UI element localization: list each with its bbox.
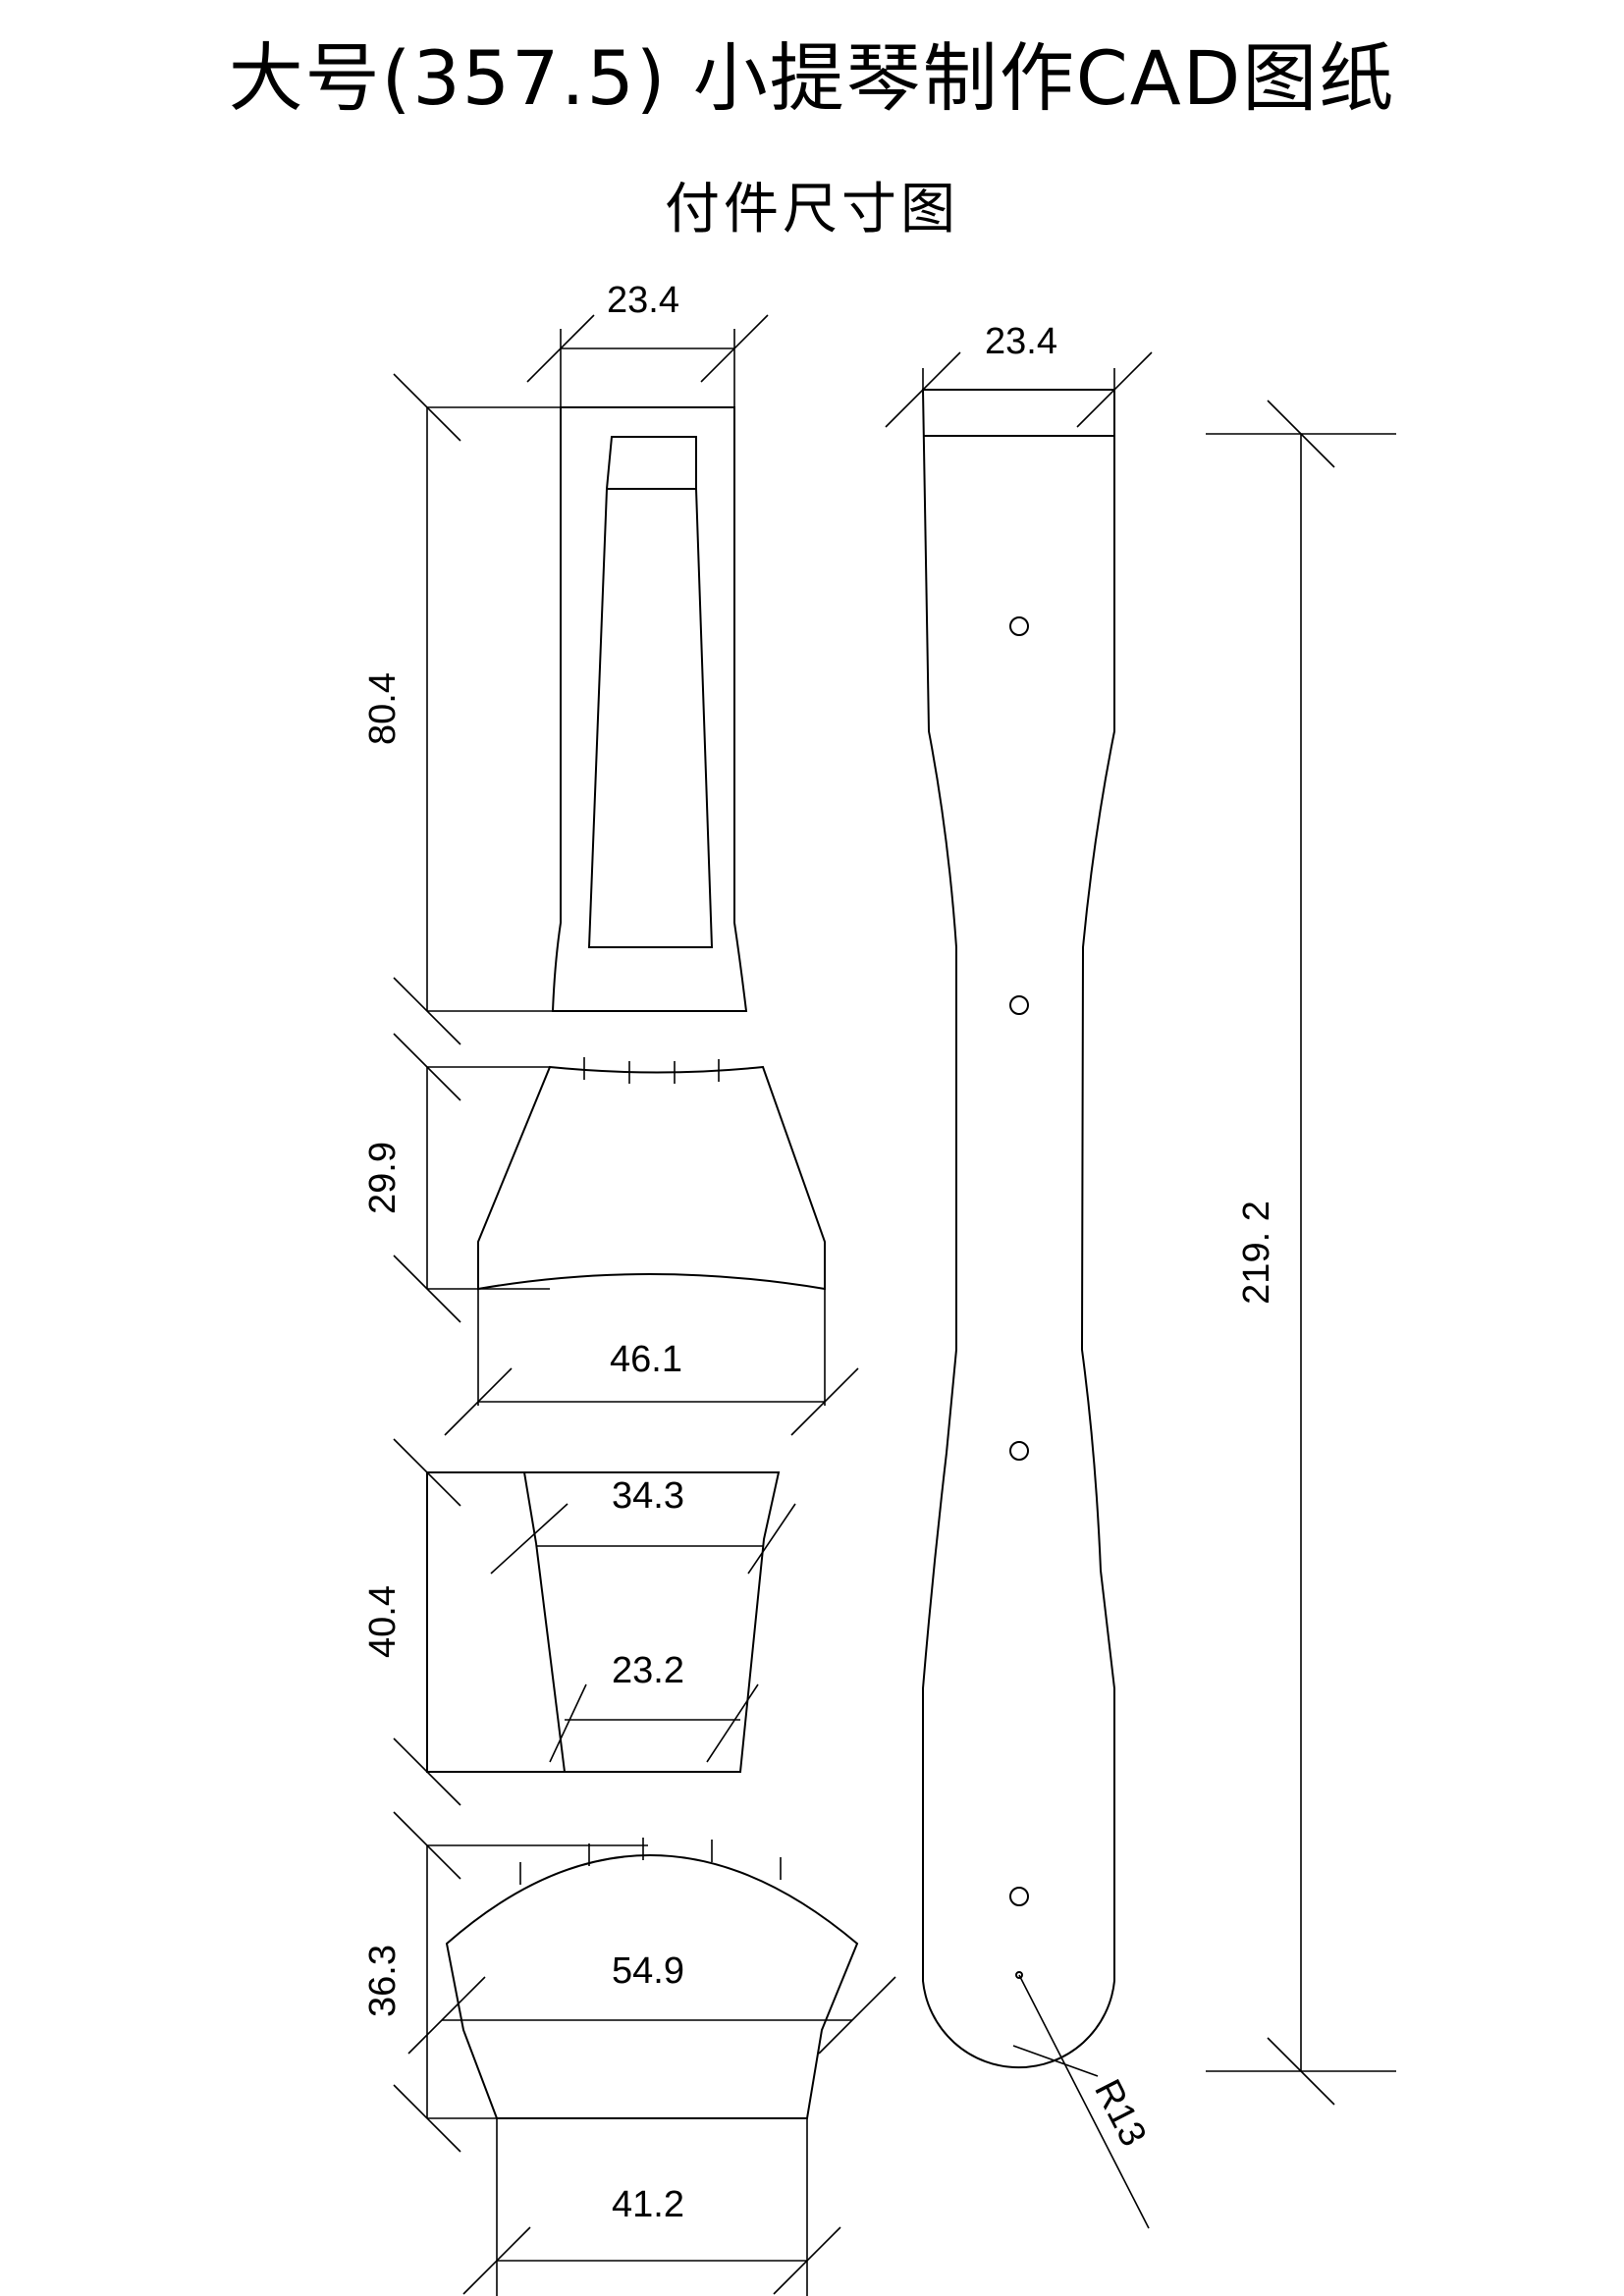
pin-hole [1009,1441,1029,1461]
dim-tick [393,1033,461,1101]
pin-hole [1009,1887,1029,1906]
dim-tick [393,1737,461,1806]
block-4-outline [445,1854,859,2119]
part-long-piece: R13 23.4 219. 2 [885,321,1396,2229]
dim-tick [393,1811,461,1880]
part-top-block: 23.4 80.4 [362,280,769,1045]
block-2-outline [477,1065,826,1291]
dim-long-piece-length: 219. 2 [1236,1201,1277,1305]
dim-tick [747,1503,796,1575]
dim-tick [526,314,595,383]
dim-block-3-bottom-width: 23.2 [612,1650,684,1691]
dim-radius: R13 [1086,2073,1154,2153]
center-point [1015,1971,1023,1979]
block-3-side [535,1542,566,1773]
dim-tick [1076,351,1153,428]
dim-block-3-height: 40.4 [362,1585,404,1658]
dim-tick [706,1683,759,1763]
long-piece-outline [921,389,1115,2069]
radius-leader [1018,1974,1150,2229]
part-block-2: 29.9 46.1 [362,1033,859,1436]
dim-tick [885,351,961,428]
top-block-outline [551,406,748,1012]
dim-long-piece-width: 23.4 [985,321,1057,362]
block-3-outline [426,1471,781,1773]
dim-tick [818,1976,896,2055]
block-3-side [523,1471,537,1544]
dim-tick [393,1438,461,1507]
dim-tick [700,314,769,383]
drawing-subtitle: 付件尺寸图 [665,178,959,241]
dim-tick [393,2084,461,2153]
dim-tick [462,2226,531,2295]
dim-top-block-width: 23.4 [607,280,679,321]
part-block-3: 34.3 23.2 40.4 [362,1438,796,1806]
pin-hole [1009,616,1029,636]
dim-block-4-top-width: 54.9 [612,1950,684,1992]
dim-block-3-top-width: 34.3 [612,1475,684,1517]
top-block-slot [587,436,714,948]
dim-top-block-height: 80.4 [362,672,404,745]
dim-tick [407,1976,486,2055]
dim-tick [773,2226,841,2295]
part-block-4: 54.9 36.3 41.2 [362,1811,896,2296]
dim-tick [1267,400,1335,468]
dim-block-4-bottom-width: 41.2 [612,2184,684,2225]
dim-tick [393,1255,461,1323]
dim-block-4-height: 36.3 [362,1945,404,2017]
dim-tick [444,1367,513,1436]
dim-tick [490,1503,568,1575]
pin-hole [1009,995,1029,1015]
radius-tick [1012,2045,1099,2077]
dim-tick [790,1367,859,1436]
dim-tick [1267,2037,1335,2106]
dim-tick [549,1683,587,1763]
dim-block-2-width: 46.1 [610,1339,682,1380]
dim-block-2-height: 29.9 [362,1142,404,1214]
dim-tick [393,373,461,442]
drawing-title: 大号(357.5) 小提琴制作CAD图纸 [228,34,1396,122]
dim-tick [393,977,461,1045]
